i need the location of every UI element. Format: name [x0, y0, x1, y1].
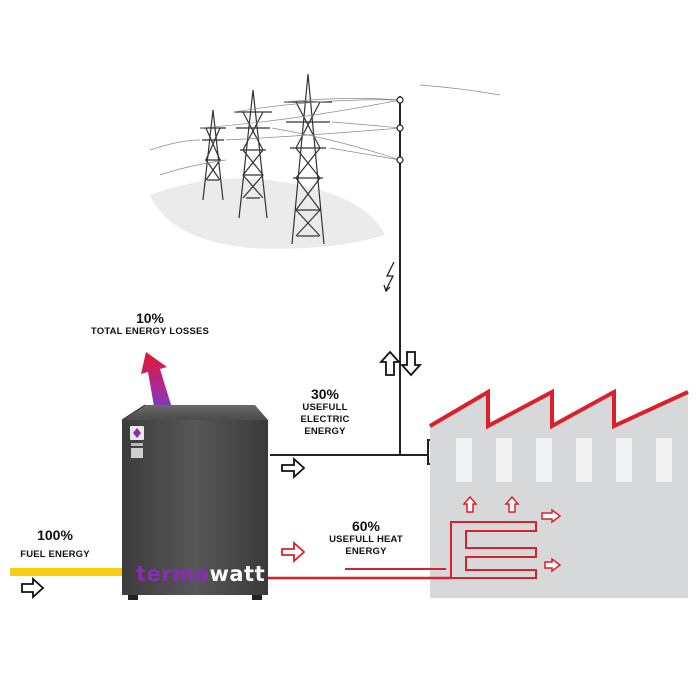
electric-grid-line [396, 96, 404, 455]
fuel-percent: 100% [37, 527, 73, 543]
heat-percent: 60% [351, 518, 381, 534]
losses-label: 10% TOTAL ENERGY LOSSES [80, 310, 220, 338]
brand-logo-part1: termo [136, 562, 210, 586]
power-wires [149, 84, 501, 176]
electric-caption-2: ELECTRIC [300, 414, 350, 425]
fuel-label: 100% FUEL ENERGY [10, 527, 100, 561]
pylon-icon [200, 73, 332, 245]
factory-icon [428, 388, 689, 598]
losses-percent: 10% [135, 310, 165, 326]
losses-caption: TOTAL ENERGY LOSSES [90, 326, 210, 337]
heat-arrow-icon [462, 495, 562, 573]
lightning-icon [383, 261, 395, 293]
fuel-caption: FUEL ENERGY [20, 549, 90, 560]
electric-label: 30% USEFULL ELECTRIC ENERGY [285, 386, 365, 438]
pylon-ground [150, 178, 385, 249]
heat-output-line [268, 567, 450, 580]
fuel-line [10, 568, 142, 576]
electric-caption-1: USEFULL [302, 402, 348, 413]
flow-arrow-icon [21, 456, 306, 600]
heat-label: 60% USEFULL HEAT ENERGY [316, 518, 416, 558]
flow-arrow-icon [378, 350, 423, 377]
heat-caption-1: USEFULL HEAT [329, 534, 403, 545]
brand-logo: termowatt [136, 562, 265, 586]
exhaust-arrow-icon [141, 352, 172, 412]
electric-caption-3: ENERGY [304, 426, 346, 437]
heat-caption-2: ENERGY [345, 546, 387, 557]
electric-percent: 30% [310, 386, 340, 402]
chp-unit [121, 404, 268, 600]
brand-logo-part2: watt [209, 562, 266, 586]
